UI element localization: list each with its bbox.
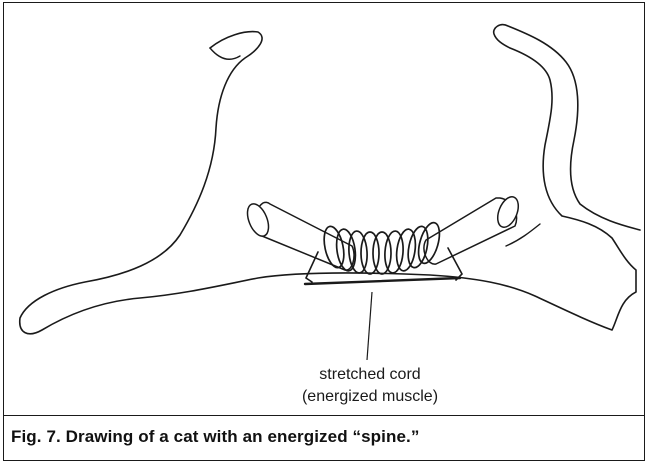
caption-bar: Fig. 7. Drawing of a cat with an energiz… bbox=[3, 415, 645, 461]
cord-label-line2: (energized muscle) bbox=[260, 386, 480, 408]
cord-label-line1: stretched cord bbox=[260, 364, 480, 386]
cat-outline bbox=[20, 25, 640, 334]
cord-annotation: stretched cord (energized muscle) bbox=[260, 364, 480, 408]
cat-ear-left bbox=[210, 48, 240, 59]
figure-caption: Fig. 7. Drawing of a cat with an energiz… bbox=[11, 427, 419, 447]
stretched-cord bbox=[305, 278, 460, 284]
leader-line bbox=[367, 292, 372, 360]
